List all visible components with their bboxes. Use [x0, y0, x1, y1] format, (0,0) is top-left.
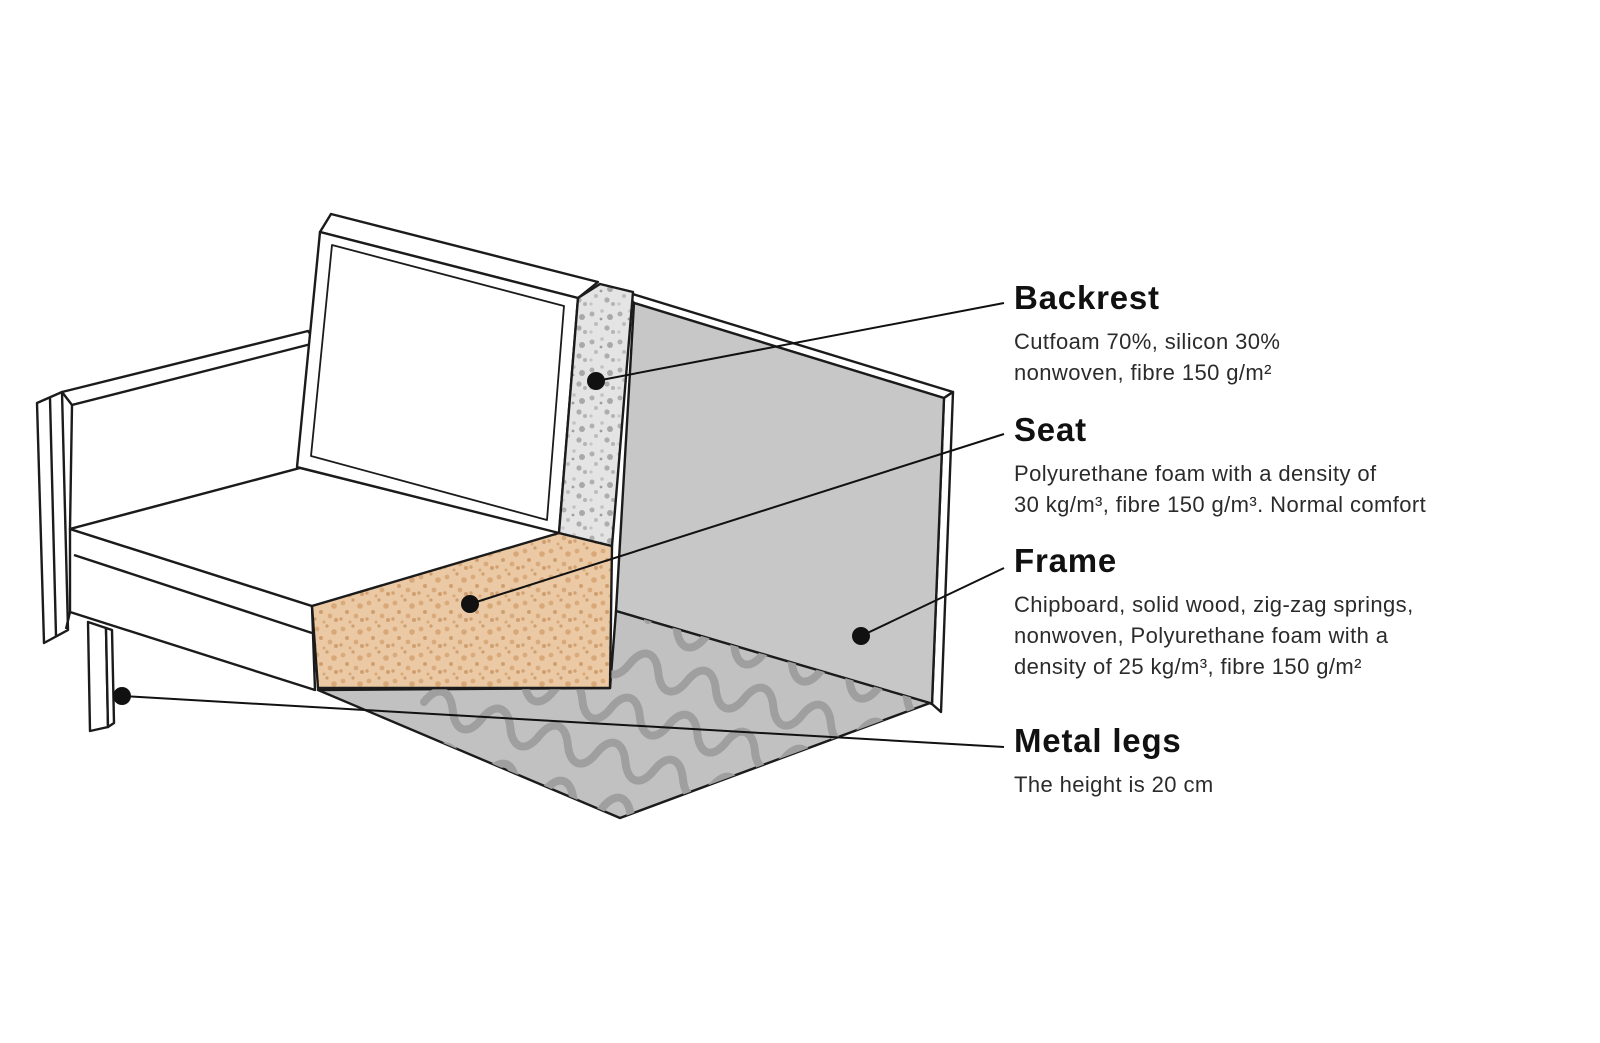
annotation-frame-line: density of 25 kg/m³, fibre 150 g/m² — [1014, 654, 1362, 679]
annotation-metal-legs-line: The height is 20 cm — [1014, 772, 1214, 797]
leader-line-seat — [469, 433, 1005, 605]
callout-dot-metal-legs — [113, 687, 131, 705]
annotation-metal-legs-title: Metal legs — [1014, 722, 1182, 759]
annotation-backrest: Backrest Cutfoam 70%, silicon 30% nonwov… — [1014, 279, 1280, 388]
annotation-seat-line: 30 kg/m³, fibre 150 g/m³. Normal comfort — [1014, 492, 1427, 517]
callout-dots — [113, 372, 870, 705]
annotation-backrest-title: Backrest — [1014, 279, 1160, 316]
annotation-seat-line: Polyurethane foam with a density of — [1014, 461, 1377, 486]
annotation-frame-title: Frame — [1014, 542, 1118, 579]
callout-dot-seat — [461, 595, 479, 613]
callout-dot-backrest — [587, 372, 605, 390]
backrest-cut-face — [557, 282, 635, 548]
leader-lines — [121, 302, 1005, 748]
annotation-frame: Frame Chipboard, solid wood, zig-zag spr… — [1014, 542, 1414, 682]
annotation-metal-legs: Metal legs The height is 20 cm — [1014, 722, 1214, 800]
backrest-cushion — [295, 212, 635, 548]
annotation-seat-title: Seat — [1014, 411, 1087, 448]
annotation-frame-line: Chipboard, solid wood, zig-zag springs, — [1014, 592, 1414, 617]
annotation-backrest-line: Cutfoam 70%, silicon 30% — [1014, 329, 1281, 354]
metal-leg — [86, 620, 116, 733]
leader-line-metal-legs — [121, 695, 1005, 748]
seat-cut-face — [310, 531, 614, 690]
annotation-backrest-line: nonwoven, fibre 150 g/m² — [1014, 360, 1272, 385]
annotation-frame-line: nonwoven, Polyurethane foam with a — [1014, 623, 1389, 648]
leader-line-frame — [860, 567, 1005, 637]
leader-line-backrest — [595, 302, 1005, 382]
annotation-seat: Seat Polyurethane foam with a density of… — [1014, 411, 1426, 520]
callout-dot-frame — [852, 627, 870, 645]
